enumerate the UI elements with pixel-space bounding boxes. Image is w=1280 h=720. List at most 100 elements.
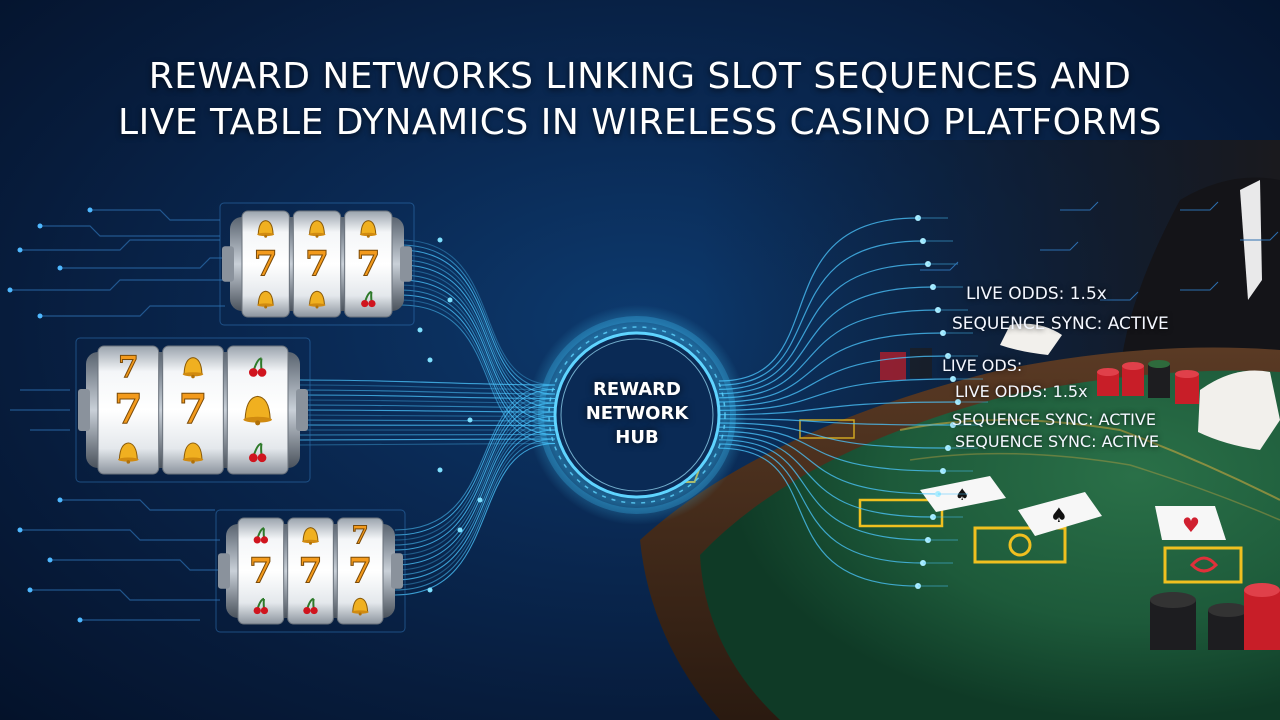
signal-line bbox=[299, 399, 556, 404]
signal-node bbox=[417, 327, 423, 333]
slot-cap-right bbox=[296, 389, 308, 431]
seven-icon: 7 bbox=[299, 551, 323, 591]
slot-reel bbox=[292, 210, 342, 318]
signal-line bbox=[394, 406, 556, 556]
signal-line bbox=[399, 294, 556, 436]
signal-line bbox=[394, 411, 556, 561]
bell-icon bbox=[308, 290, 326, 309]
signal-line bbox=[718, 418, 954, 426]
circuit-trace bbox=[1040, 241, 1079, 251]
signal-line bbox=[718, 263, 929, 390]
slot-cap-right bbox=[400, 246, 412, 282]
signal-line bbox=[718, 286, 934, 395]
live-odds-label-1: LIVE ODDS: 1.5x bbox=[966, 284, 1107, 304]
signal-line bbox=[394, 384, 556, 531]
circuit-trace bbox=[1180, 201, 1219, 211]
page-title: REWARD NETWORKS LINKING SLOT SEQUENCES A… bbox=[0, 54, 1280, 146]
bell-icon bbox=[118, 442, 139, 464]
bell-icon bbox=[308, 220, 326, 238]
cherry-icon bbox=[248, 357, 267, 377]
signal-line bbox=[299, 384, 556, 391]
circuit-trace bbox=[1240, 231, 1279, 241]
seven-icon: 7 bbox=[118, 349, 138, 384]
slot-panel bbox=[75, 337, 311, 483]
sequence-sync-label-2: SEQUENCE SYNC: ACTIVE bbox=[952, 410, 1156, 429]
signal-line bbox=[299, 442, 556, 446]
slot-reel bbox=[336, 517, 384, 625]
hub-label-line-3: HUB bbox=[615, 427, 659, 448]
seven-icon: 7 bbox=[348, 551, 372, 591]
signal-node bbox=[437, 237, 443, 243]
live-ods-label: LIVE ODS: bbox=[942, 356, 1023, 375]
signal-line bbox=[394, 438, 556, 591]
slot-reel bbox=[97, 345, 160, 475]
bell-icon bbox=[243, 395, 273, 426]
bell-icon bbox=[302, 527, 319, 545]
circuit-trace bbox=[1060, 201, 1099, 211]
slot-cap-left bbox=[222, 246, 234, 282]
signal-line bbox=[718, 426, 944, 472]
sequence-sync-label-1: SEQUENCE SYNC: ACTIVE bbox=[952, 314, 1169, 334]
slot-reel bbox=[241, 210, 290, 318]
signal-line bbox=[399, 264, 556, 409]
signal-node bbox=[477, 497, 483, 503]
seven-icon: 7 bbox=[356, 244, 380, 284]
signal-line bbox=[718, 309, 939, 399]
signal-line bbox=[718, 217, 919, 382]
signal-line bbox=[394, 424, 556, 576]
seven-icon: 7 bbox=[254, 244, 278, 284]
slot-cap-left bbox=[78, 389, 90, 431]
hub-label-line-2: NETWORK bbox=[585, 403, 689, 424]
signal-line bbox=[718, 443, 924, 564]
bell-icon bbox=[182, 357, 204, 379]
signal-line bbox=[718, 240, 924, 386]
slot-cap-right bbox=[391, 553, 403, 589]
bell-icon bbox=[351, 597, 369, 616]
signal-line bbox=[399, 279, 556, 422]
signal-line bbox=[718, 422, 949, 449]
signal-node bbox=[437, 467, 443, 473]
signal-line bbox=[394, 429, 556, 581]
hub-label-line-1: REWARD bbox=[593, 379, 681, 400]
slot-panel bbox=[219, 202, 415, 326]
signal-line bbox=[394, 397, 556, 546]
live-odds-label-2: LIVE ODDS: 1.5x bbox=[955, 382, 1088, 401]
dealer-gloves bbox=[1000, 323, 1280, 450]
bell-icon bbox=[257, 290, 275, 309]
cherry-icon bbox=[253, 527, 269, 544]
signal-line bbox=[718, 378, 954, 411]
bell-icon bbox=[359, 220, 377, 238]
signal-line bbox=[718, 332, 944, 403]
slot-reel bbox=[287, 517, 334, 625]
signal-line bbox=[299, 389, 556, 395]
signal-line bbox=[718, 439, 929, 541]
signal-line bbox=[718, 401, 959, 416]
cherry-icon bbox=[253, 597, 269, 615]
signal-line bbox=[394, 442, 556, 596]
signal-line bbox=[299, 414, 556, 418]
signal-line bbox=[394, 420, 556, 571]
cherry-icon bbox=[303, 597, 318, 615]
signal-line bbox=[399, 244, 556, 391]
signal-line bbox=[718, 435, 934, 518]
slot-cap-left bbox=[218, 553, 230, 589]
slot-panel bbox=[215, 509, 406, 633]
circuit-nodes-left bbox=[7, 207, 93, 623]
signal-node bbox=[447, 297, 453, 303]
cherry-icon bbox=[248, 442, 267, 463]
signal-node bbox=[457, 527, 463, 533]
signal-line bbox=[394, 402, 556, 551]
signal-line bbox=[399, 249, 556, 395]
svg-text:♥: ♥ bbox=[1182, 513, 1200, 537]
seven-icon: 7 bbox=[114, 385, 143, 434]
seven-icon: 7 bbox=[305, 244, 329, 284]
cherry-icon bbox=[361, 290, 376, 308]
signal-line bbox=[394, 415, 556, 566]
title-line-2: LIVE TABLE DYNAMICS IN WIRELESS CASINO P… bbox=[118, 102, 1162, 143]
seven-icon: 7 bbox=[249, 551, 273, 591]
slot-reel bbox=[344, 210, 393, 318]
